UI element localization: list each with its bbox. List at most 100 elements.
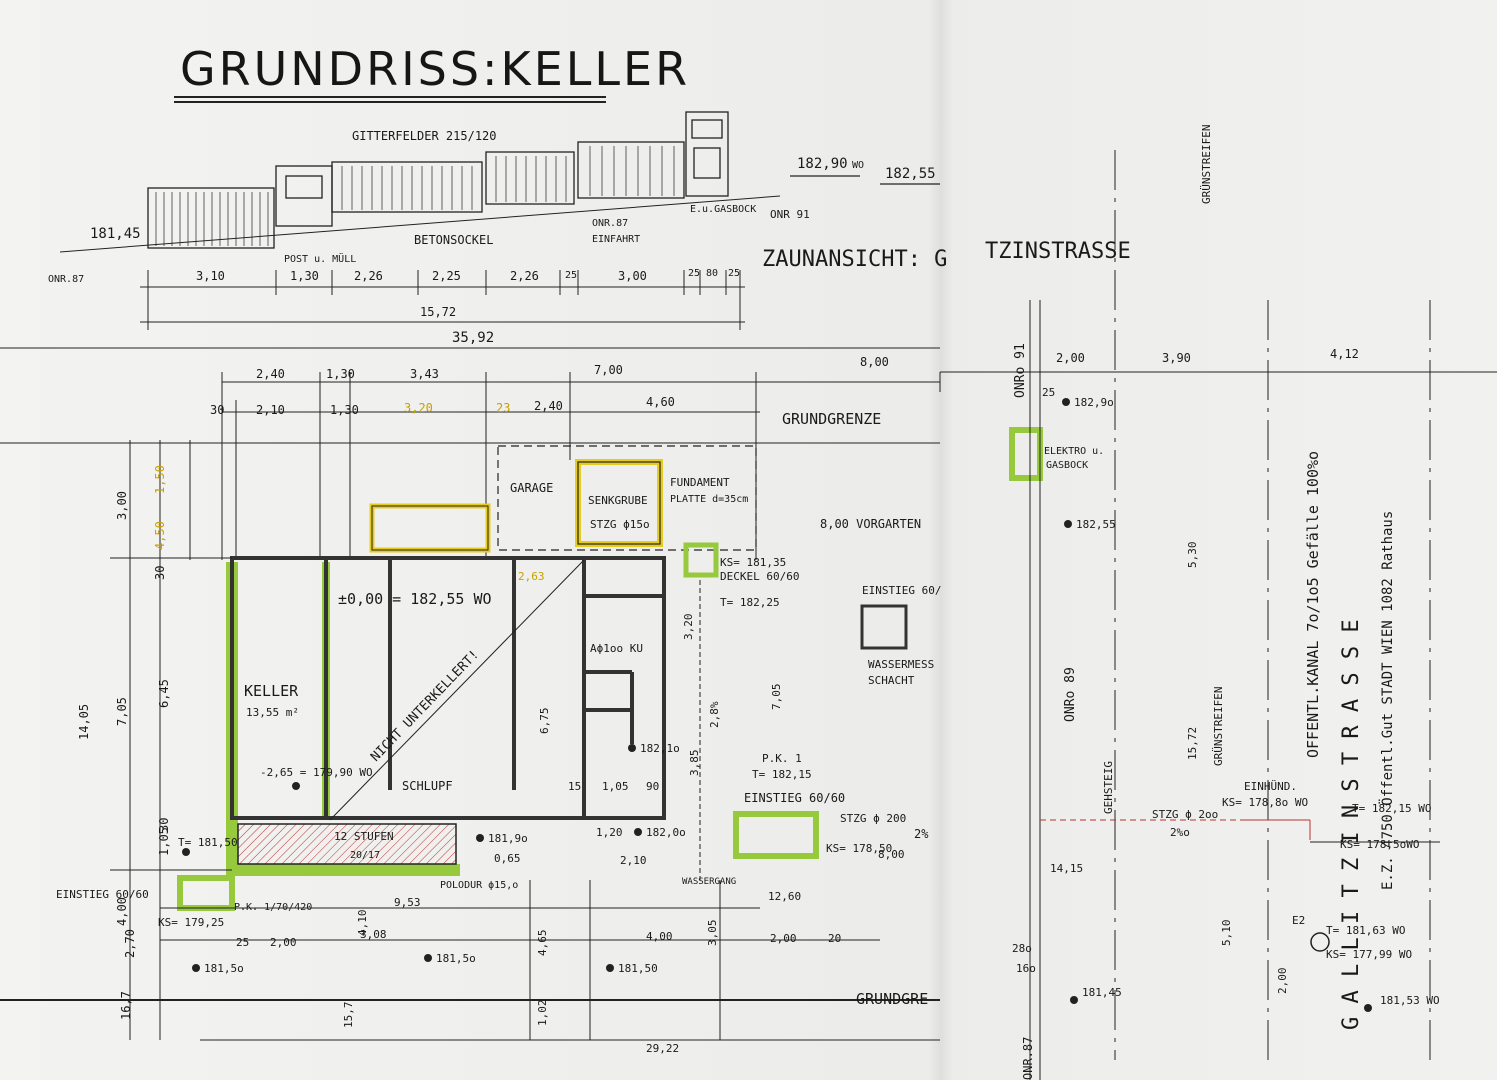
mid-dim: 5,10 — [1220, 920, 1233, 947]
mid-dim: 3,05 — [706, 920, 719, 947]
left-dim: 3,00 — [115, 491, 129, 520]
level: 182,0o — [646, 826, 686, 839]
mid-dim: 1,05 — [602, 780, 629, 793]
top-dim: 2,40 — [534, 399, 563, 413]
betonsockel-label: BETONSOCKEL — [414, 233, 493, 247]
strasse-title: TZINSTRASSE — [985, 239, 1131, 264]
vorgarten-label: 8,00 VORGARTEN — [820, 517, 921, 531]
fence-total-dim: 15,72 — [420, 305, 456, 319]
polodur-label: POLODUR ϕ15,o — [440, 880, 518, 891]
mid-dim: 16o — [1016, 962, 1036, 975]
e2-label: E2 — [1292, 914, 1305, 927]
level: 0,65 — [494, 852, 521, 865]
top-dim: 3,20 — [404, 401, 433, 415]
yellow-annex — [369, 503, 491, 553]
manhole-green — [683, 542, 719, 578]
e2-point — [1310, 932, 1330, 952]
level-points — [182, 398, 1372, 1012]
top-dim: 1,30 — [330, 403, 359, 417]
mid-dim: 2,10 — [620, 854, 647, 867]
left-dim: 6,45 — [157, 679, 171, 708]
ks-label: KS= 181,35 — [720, 556, 786, 569]
level: 181,45 — [1082, 986, 1122, 999]
street-lines — [940, 150, 1497, 1080]
mid-dim: 3,85 — [688, 750, 701, 777]
mid-dim: 2,00 — [1276, 968, 1289, 995]
mid-dim: 15,72 — [1186, 727, 1199, 760]
stufen-dim-label: 20/17 — [350, 850, 380, 861]
schlupf-label: SCHLUPF — [402, 779, 453, 793]
ks17799-label: KS= 177,99 WO — [1326, 948, 1412, 961]
einstieg-mid-label: EINSTIEG 60/60 — [744, 791, 845, 805]
paper-fold — [928, 0, 954, 1080]
ks178-label: KS= 178,50 — [826, 842, 892, 855]
top-dim: 30 — [210, 403, 224, 417]
level: -2,65 = 179,90 WO — [260, 766, 373, 779]
top-dim: 7,00 — [594, 363, 623, 377]
mid-dim: 3,20 — [682, 614, 695, 641]
garage-label: GARAGE — [510, 481, 553, 495]
stzg200b-label: STZG ϕ 2oo — [1152, 808, 1218, 821]
top-dim: 1,30 — [326, 367, 355, 381]
t18215-label: T= 182,15 WO — [1352, 802, 1431, 815]
pct2b-label: 2%o — [1170, 826, 1190, 839]
t18163-label: T= 181,63 WO — [1326, 924, 1405, 937]
schacht-label: SCHACHT — [868, 674, 915, 687]
fence-dim: 25 — [565, 270, 577, 281]
level: 182,9o — [1074, 396, 1114, 409]
overall-dim: 35,92 — [452, 330, 494, 346]
keller-area-label: 13,55 m² — [246, 706, 299, 719]
ks179-label: KS= 179,25 — [158, 916, 224, 929]
fence-dimension-line — [0, 270, 940, 349]
top-dim: 23 — [496, 401, 510, 415]
fence-dim: 25 — [688, 268, 700, 279]
mid-dim: 20 — [828, 932, 841, 945]
mid-dim: 2,8% — [708, 701, 721, 728]
top-dimension-rows — [0, 372, 941, 560]
grundgrenze-line — [0, 442, 940, 1001]
top-dim: 4,60 — [646, 395, 675, 409]
einfahrt-label: EINFAHRT — [592, 234, 640, 245]
top-dim: 8,00 — [860, 355, 889, 369]
einstieg-green — [733, 811, 819, 859]
bottom-dimension-lines — [160, 580, 940, 1041]
gruenstreifen-top-label: GRÜNSTREIFEN — [1200, 125, 1213, 204]
ks17850-label: KS= 178,5oWO — [1340, 838, 1419, 851]
left-dim: 2,70 — [123, 929, 137, 958]
mid-dim: 2,00 — [770, 932, 797, 945]
top-dim: 2,10 — [256, 403, 285, 417]
senkgrube-label: SENKGRUBE — [588, 494, 648, 507]
mid-dim: 15 — [568, 780, 581, 793]
onr87-label: ONR.87 — [1021, 1037, 1035, 1080]
fence-dim: 2,25 — [432, 269, 461, 283]
fence-dim: 3,10 — [196, 269, 225, 283]
elektro-green — [1009, 427, 1043, 481]
fence-level-1: 182,90 — [797, 156, 848, 172]
fence-level-2: 182,55 — [885, 166, 936, 182]
mid-dim: 3,08 — [360, 928, 387, 941]
gitterfelder-label: GITTERFELDER 215/120 — [352, 129, 497, 143]
left-dim: 30 — [157, 818, 171, 832]
pk1-t-label: T= 182,15 — [752, 768, 812, 781]
gruenstreifen-mid-label: GRÜNSTREIFEN — [1212, 687, 1225, 766]
mid-dim: 1,20 — [596, 826, 623, 839]
fence-dim: 3,00 — [618, 269, 647, 283]
mid-dim: 12,60 — [768, 890, 801, 903]
level: 182,55 — [1076, 518, 1116, 531]
mid-dim: 15,7 — [342, 1002, 355, 1029]
street-name-label: G A L L I T Z I N S T R A S S E — [1339, 619, 1364, 1030]
einstieg-left-label: EINSTIEG 60/60 — [56, 888, 149, 901]
stufen-label: 12 STUFEN — [334, 830, 394, 843]
fence-dim: 1,30 — [290, 269, 319, 283]
level: 181,50 — [618, 962, 658, 975]
mid-dim: 4,65 — [536, 930, 549, 957]
mid-dim: 7,05 — [770, 684, 783, 711]
top-dim: 3,43 — [410, 367, 439, 381]
top-right-dim: 3,90 — [1162, 351, 1191, 365]
grundgrenze-label: GRUNDGRENZE — [782, 410, 881, 428]
building-walls — [230, 556, 666, 820]
wassergang-label: WASSERGANG — [682, 877, 736, 887]
level: 182,1o — [640, 742, 680, 755]
t-label: T= 182,25 — [720, 596, 780, 609]
stzg200-label: STZG ϕ 200 — [840, 812, 906, 825]
